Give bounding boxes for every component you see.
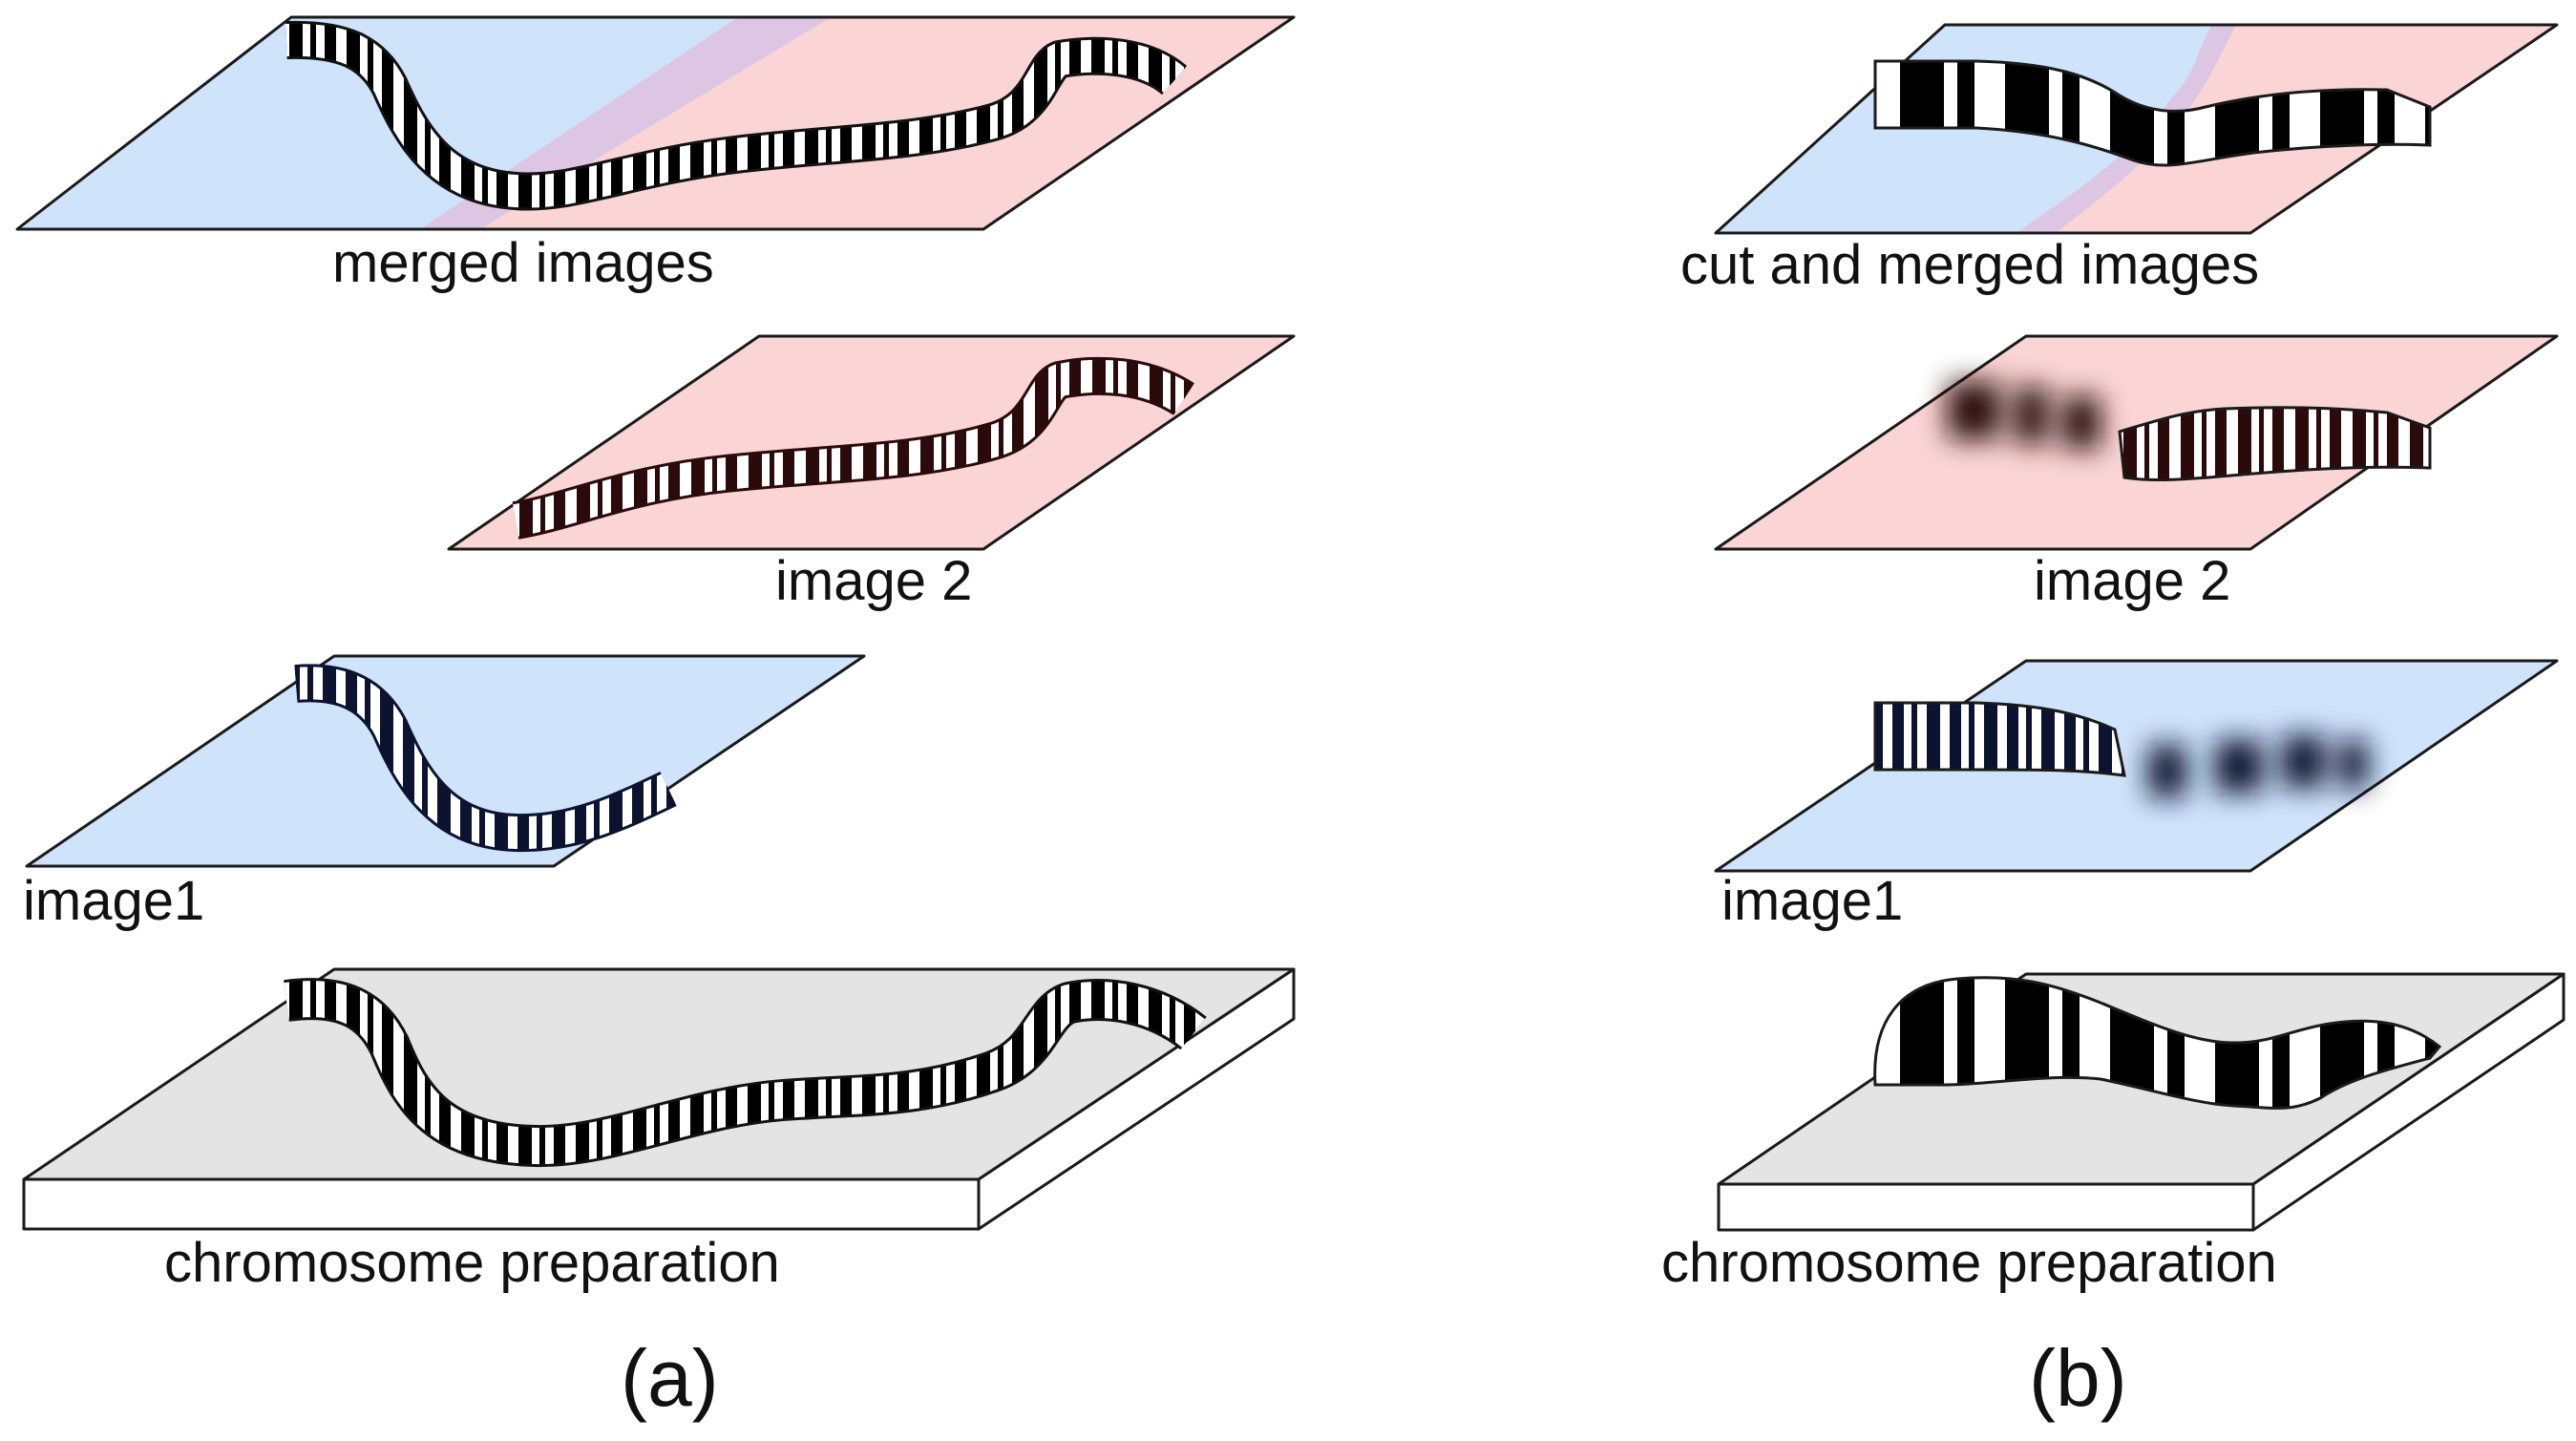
- panel-a: merged images image 2 image1 chromosome …: [15, 15, 1296, 1423]
- chromosome-image1-b: [1873, 701, 2126, 777]
- overlap-region: [1995, 25, 2239, 233]
- layer-label: merged images: [332, 232, 714, 294]
- slide-front: [1717, 1182, 2255, 1232]
- layer-label: chromosome preparation: [164, 1232, 780, 1294]
- cut-merged-layer-b: cut and merged images: [1680, 23, 2559, 296]
- layer-label: image 2: [775, 550, 972, 612]
- chromosome-cut-merged-b: [1873, 59, 2432, 167]
- panel-sublabel: (a): [621, 1333, 719, 1423]
- slide-front: [22, 1177, 981, 1231]
- image2-layer-a: image 2: [447, 334, 1296, 612]
- chromosome-preparation-b: chromosome preparation: [1661, 972, 2565, 1294]
- chromosome-3d-b: [1873, 976, 2442, 1110]
- layer-label: image1: [1721, 870, 1903, 932]
- blurred-chromosome-segment: [1948, 382, 2101, 449]
- image1-plane: [1714, 659, 2559, 873]
- chromosome-image2-b: [2118, 406, 2432, 482]
- layer-label: image 2: [2034, 550, 2230, 612]
- slide-side: [977, 967, 1296, 1231]
- layer-label: chromosome preparation: [1661, 1232, 2277, 1294]
- image2-layer-b: image 2: [1714, 334, 2559, 612]
- layer-label: cut and merged images: [1680, 234, 2259, 296]
- panel-b: cut and merged images image 2 image1: [1661, 23, 2565, 1423]
- merged-images-layer-a: merged images: [15, 15, 1296, 294]
- panel-sublabel: (b): [2029, 1333, 2127, 1423]
- layer-label: image1: [23, 870, 204, 932]
- image1-plane: [25, 654, 866, 868]
- image1-layer-a: image1: [23, 654, 866, 932]
- slide-side: [2251, 972, 2565, 1232]
- blurred-chromosome-segment: [2148, 735, 2368, 797]
- chromosome-preparation-a: chromosome preparation: [22, 967, 1296, 1294]
- image1-layer-b: image1: [1714, 659, 2559, 932]
